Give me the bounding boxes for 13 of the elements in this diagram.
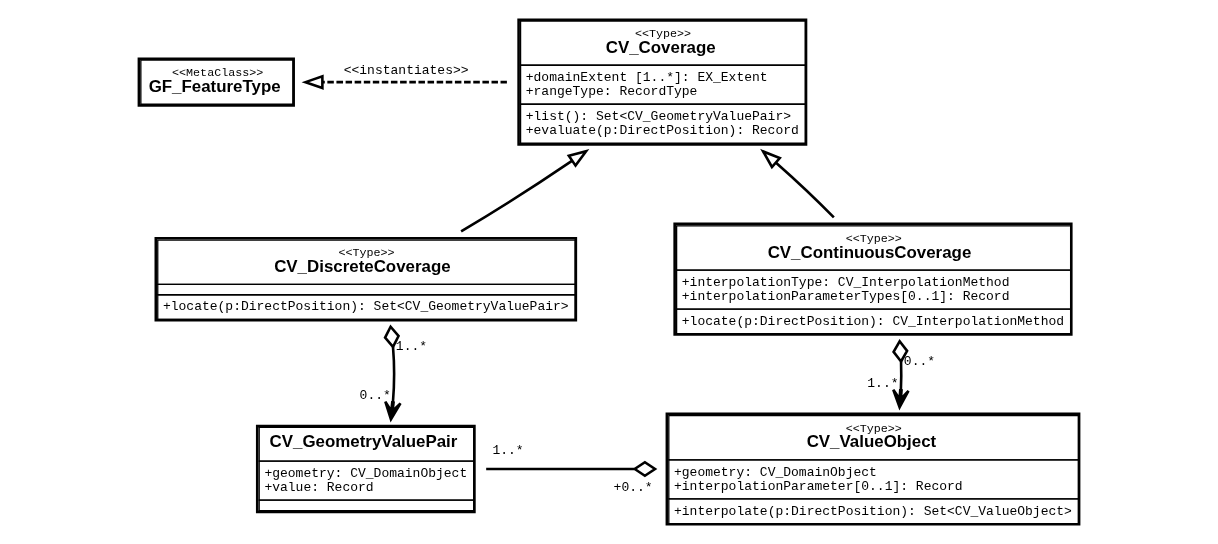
label: 1..* [867, 376, 899, 392]
arrow [301, 74, 507, 90]
arrow [460, 148, 590, 233]
label: 0..* [903, 354, 936, 370]
label: 1..* [395, 338, 428, 354]
label: 0..* [359, 387, 391, 403]
edge-label: <<instantiates>> [343, 63, 469, 79]
arrow [892, 338, 910, 409]
arrow [760, 148, 835, 219]
connector [486, 460, 658, 478]
label: +0..* [613, 479, 653, 495]
arrow [383, 324, 402, 421]
label: 1..* [492, 442, 524, 458]
